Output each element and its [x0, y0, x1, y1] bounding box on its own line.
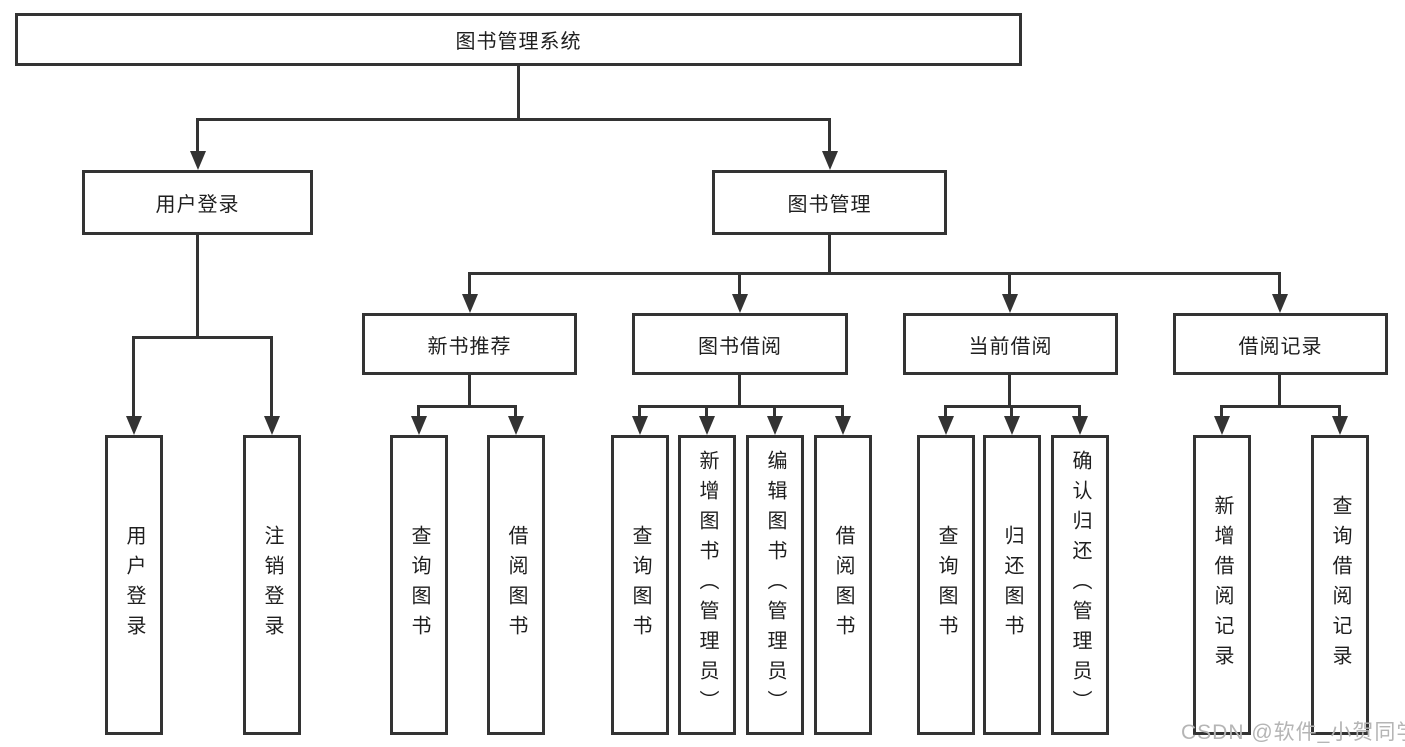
- node-cb-confirm-return: 确认归还（管理员）: [1051, 435, 1109, 735]
- arrowhead-cb-return: [1004, 416, 1020, 435]
- node-borrow-record-label: 借阅记录: [1238, 335, 1323, 358]
- node-ul-user-login-label: 用户登录: [123, 525, 145, 645]
- connector-to-bb-edit: [773, 405, 776, 417]
- arrowhead-current-borrow: [1002, 294, 1018, 313]
- connector-to-bb-borrow: [841, 405, 844, 417]
- arrowhead-cb-confirm: [1072, 416, 1088, 435]
- node-cb-return-book-label: 归还图书: [1001, 525, 1023, 645]
- arrowhead-ul-user-login: [126, 416, 142, 435]
- node-book-mgmt-label: 图书管理: [787, 194, 872, 216]
- node-cb-confirm-return-label: 确认归还（管理员）: [1069, 450, 1091, 720]
- connector-to-br-query: [1338, 405, 1341, 417]
- arrowhead-bb-query: [632, 416, 648, 435]
- node-borrow-record: 借阅记录: [1173, 313, 1388, 375]
- connector-to-nb-borrow: [514, 405, 517, 417]
- arrowhead-bb-borrow: [835, 416, 851, 435]
- node-cb-query-book-label: 查询图书: [935, 525, 957, 645]
- arrowhead-bb-edit: [767, 416, 783, 435]
- arrowhead-br-add: [1214, 416, 1230, 435]
- node-cb-query-book: 查询图书: [917, 435, 975, 735]
- node-current-borrow-label: 当前借阅: [968, 335, 1053, 358]
- connector-to-cb-query: [944, 405, 947, 417]
- connector-to-cb-confirm: [1078, 405, 1081, 417]
- node-root-label: 图书管理系统: [455, 31, 582, 53]
- node-nb-borrow-book-label: 借阅图书: [505, 525, 527, 645]
- node-bb-add-book-label: 新增图书（管理员）: [696, 450, 718, 720]
- connector-root-stem: [517, 66, 520, 118]
- arrowhead-user-login: [190, 151, 206, 170]
- arrowhead-cb-query: [938, 416, 954, 435]
- connector-to-bb-query: [638, 405, 641, 417]
- connector-new-book-rec-split: [417, 405, 517, 408]
- node-book-borrow-label: 图书借阅: [698, 335, 782, 358]
- node-bb-edit-book-label: 编辑图书（管理员）: [764, 450, 786, 720]
- connector-to-new-book-rec: [468, 272, 471, 295]
- connector-to-user-login: [196, 118, 199, 154]
- node-nb-query-book-label: 查询图书: [408, 525, 430, 645]
- connector-level2-split: [196, 118, 831, 121]
- node-br-add-record: 新增借阅记录: [1193, 435, 1251, 735]
- connector-book-borrow-stem: [738, 375, 741, 405]
- node-bb-edit-book: 编辑图书（管理员）: [746, 435, 804, 735]
- connector-borrow-record-stem: [1278, 375, 1281, 405]
- node-user-login-label: 用户登录: [155, 194, 240, 216]
- connector-new-book-rec-stem: [468, 375, 471, 405]
- connector-book-borrow-split: [638, 405, 844, 408]
- arrowhead-bb-add: [699, 416, 715, 435]
- node-root: 图书管理系统: [15, 13, 1022, 66]
- node-nb-borrow-book: 借阅图书: [487, 435, 545, 735]
- connector-current-borrow-stem: [1008, 375, 1011, 405]
- arrowhead-borrow-record: [1272, 294, 1288, 313]
- node-br-query-record: 查询借阅记录: [1311, 435, 1369, 735]
- node-br-query-record-label: 查询借阅记录: [1329, 495, 1351, 675]
- node-bb-add-book: 新增图书（管理员）: [678, 435, 736, 735]
- connector-book-mgmt-stem: [828, 235, 831, 272]
- node-book-borrow: 图书借阅: [632, 313, 848, 375]
- node-bb-borrow-book-label: 借阅图书: [832, 525, 854, 645]
- node-bb-borrow-book: 借阅图书: [814, 435, 872, 735]
- connector-user-login-stem: [196, 235, 199, 336]
- arrowhead-ul-logout: [264, 416, 280, 435]
- node-bb-query-book-label: 查询图书: [629, 525, 651, 645]
- connector-user-login-split: [132, 336, 273, 339]
- node-ul-logout-label: 注销登录: [261, 525, 283, 645]
- node-nb-query-book: 查询图书: [390, 435, 448, 735]
- node-user-login: 用户登录: [82, 170, 313, 235]
- node-book-mgmt: 图书管理: [712, 170, 947, 235]
- connector-to-ul-logout: [270, 336, 273, 417]
- arrowhead-book-borrow: [732, 294, 748, 313]
- connector-to-ul-user-login: [132, 336, 135, 417]
- arrowhead-br-query: [1332, 416, 1348, 435]
- node-current-borrow: 当前借阅: [903, 313, 1118, 375]
- connector-to-book-mgmt: [828, 118, 831, 154]
- node-cb-return-book: 归还图书: [983, 435, 1041, 735]
- arrowhead-nb-query: [411, 416, 427, 435]
- node-ul-logout: 注销登录: [243, 435, 301, 735]
- connector-to-current-borrow: [1008, 272, 1011, 295]
- connector-to-nb-query: [417, 405, 420, 417]
- connector-level3-split: [468, 272, 1281, 275]
- connector-to-book-borrow: [738, 272, 741, 295]
- csdn-watermark: CSDN @软件_小贺同学: [1181, 721, 1405, 744]
- node-ul-user-login: 用户登录: [105, 435, 163, 735]
- node-new-book-rec-label: 新书推荐: [427, 335, 512, 358]
- node-br-add-record-label: 新增借阅记录: [1211, 495, 1233, 675]
- connector-to-br-add: [1220, 405, 1223, 417]
- arrowhead-nb-borrow: [508, 416, 524, 435]
- connector-to-bb-add: [705, 405, 708, 417]
- connector-to-borrow-record: [1278, 272, 1281, 295]
- connector-borrow-record-split: [1220, 405, 1341, 408]
- arrowhead-book-mgmt: [822, 151, 838, 170]
- node-new-book-rec: 新书推荐: [362, 313, 577, 375]
- arrowhead-new-book-rec: [462, 294, 478, 313]
- node-bb-query-book: 查询图书: [611, 435, 669, 735]
- connector-to-cb-return: [1010, 405, 1013, 417]
